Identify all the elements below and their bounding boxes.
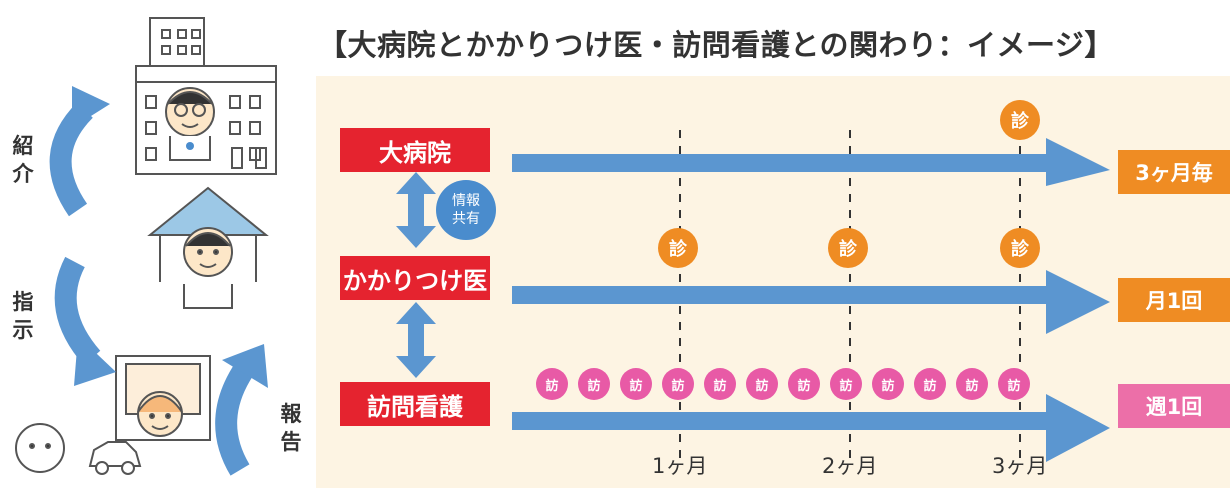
month-label: 2ヶ月 xyxy=(822,454,878,478)
visit-badge: 訪 xyxy=(746,368,778,400)
visit-badge: 訪 xyxy=(704,368,736,400)
month-label: 1ヶ月 xyxy=(652,454,708,478)
patient-home-illustration xyxy=(15,355,211,475)
clinic-label: かかりつけ医 xyxy=(340,256,490,300)
link-arrows xyxy=(396,172,436,378)
visit-badge: 訪 xyxy=(662,368,694,400)
visit-badge: 訪 xyxy=(620,368,652,400)
timeline-arrows xyxy=(512,138,1110,462)
visit-badge: 訪 xyxy=(998,368,1030,400)
diagram-title: 【大病院とかかりつけ医・訪問看護との関わり：イメージ】 xyxy=(318,28,1114,62)
hospital-frequency: 3ヶ月毎 xyxy=(1118,150,1230,194)
exam-badge: 診 xyxy=(1000,100,1040,140)
instruction-label: 指 示 xyxy=(12,290,34,342)
clinic-timeline-arrow xyxy=(512,270,1110,334)
visit-badge: 訪 xyxy=(830,368,862,400)
share-double-arrow xyxy=(396,172,436,248)
hospital-label: 大病院 xyxy=(340,128,490,172)
nursing-label: 訪問看護 xyxy=(340,382,490,426)
visit-badge: 訪 xyxy=(956,368,988,400)
info-share-badge: 情報 共有 xyxy=(436,180,496,240)
visit-badge: 訪 xyxy=(536,368,568,400)
care-flow-illustration xyxy=(15,17,277,476)
clinic-nursing-double-arrow xyxy=(396,302,436,378)
clinic-frequency: 月1回 xyxy=(1118,278,1230,322)
referral-label: 紹 介 xyxy=(12,134,34,186)
nursing-timeline-arrow xyxy=(512,394,1110,462)
month-label: 3ヶ月 xyxy=(992,454,1048,478)
visit-badge: 訪 xyxy=(788,368,820,400)
clinic-illustration xyxy=(147,186,269,309)
visit-badge: 訪 xyxy=(872,368,904,400)
exam-badge: 診 xyxy=(1000,228,1040,268)
visit-badge: 訪 xyxy=(578,368,610,400)
visit-badges: 訪 訪 訪 訪 訪 訪 訪 訪 訪 訪 訪 訪 xyxy=(536,368,1030,400)
exam-badge: 診 xyxy=(828,228,868,268)
hospital-timeline-arrow xyxy=(512,138,1110,186)
hospital-illustration xyxy=(135,17,277,175)
timeline-graphics xyxy=(396,130,1110,462)
arrow-heads xyxy=(72,86,268,388)
exam-badge: 診 xyxy=(658,228,698,268)
visit-badge: 訪 xyxy=(914,368,946,400)
report-label: 報 告 xyxy=(280,402,302,454)
nursing-frequency: 週1回 xyxy=(1118,384,1230,428)
